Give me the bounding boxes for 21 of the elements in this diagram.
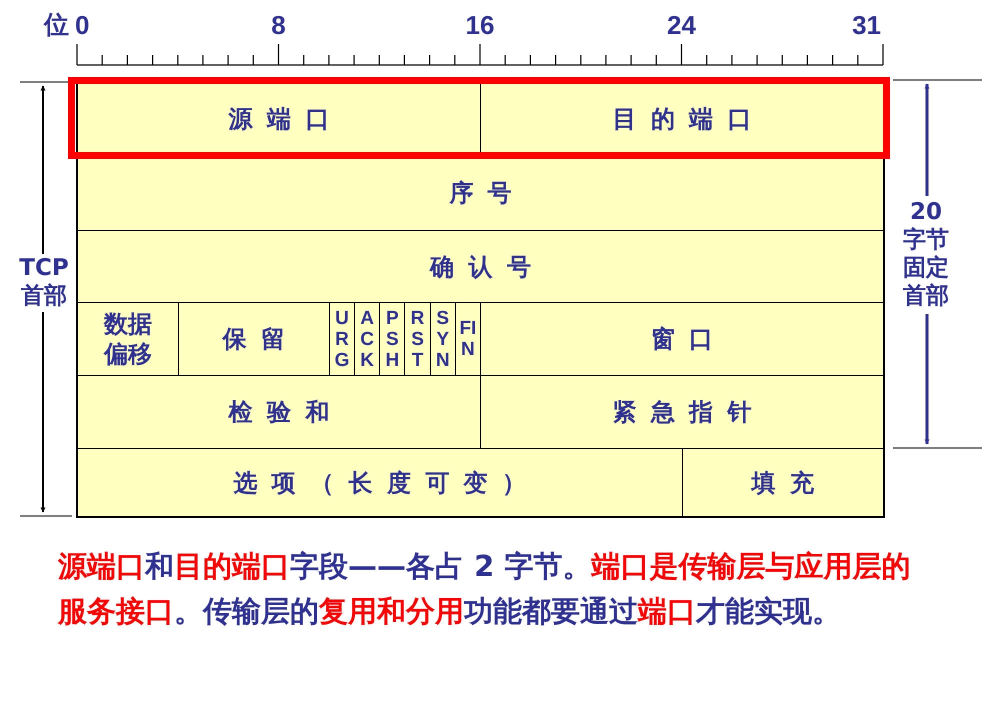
bit-number: 16 bbox=[466, 10, 494, 41]
flag-bit-cell: FIN bbox=[454, 302, 481, 376]
flag-bit-cell: SYN bbox=[430, 302, 456, 376]
axis-title: 位 bbox=[44, 9, 69, 41]
flag-bit-cell: RST bbox=[404, 302, 431, 376]
header-field-cell: 填充 bbox=[682, 448, 884, 517]
header-field-cell: 选项（长度可变） bbox=[77, 448, 682, 517]
header-field-cell: 数据偏移 bbox=[77, 302, 179, 376]
header-field-cell: 紧急指针 bbox=[480, 375, 884, 449]
header-field-cell: 检验和 bbox=[77, 375, 481, 449]
flag-bit-cell: URG bbox=[328, 302, 356, 376]
bit-number: 24 bbox=[667, 10, 696, 41]
header-field-cell: 窗口 bbox=[480, 302, 884, 376]
header-field-cell: 确认号 bbox=[77, 230, 884, 303]
flag-bit-cell: ACK bbox=[354, 302, 380, 376]
bit-number: 0 bbox=[75, 10, 90, 41]
header-field-cell: 保留 bbox=[178, 302, 330, 376]
bit-number: 31 bbox=[852, 10, 881, 41]
flag-bit-cell: PSH bbox=[379, 302, 406, 376]
caption: 源端口和目的端口字段——各占 2 字节。端口是传输层与应用层的服务接口。传输层的复用和分用功能都要通过端口才能实现。 bbox=[58, 548, 912, 630]
bit-number: 8 bbox=[271, 10, 286, 41]
